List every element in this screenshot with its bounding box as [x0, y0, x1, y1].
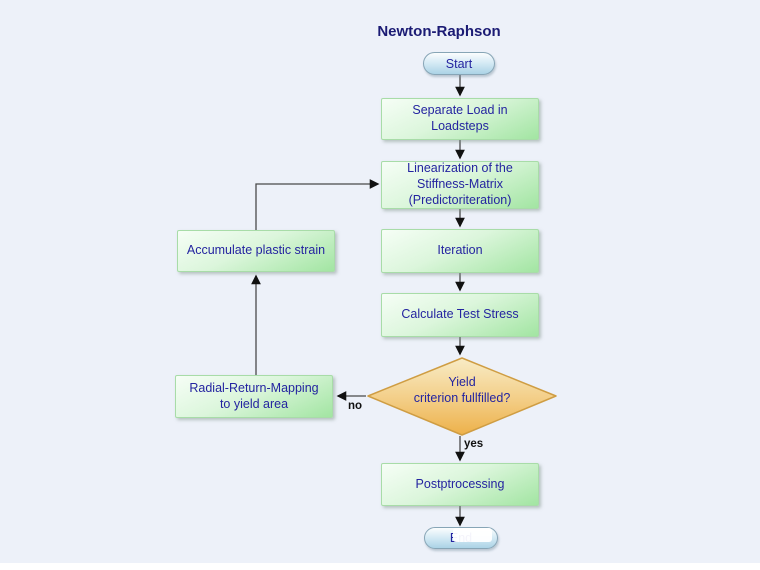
- node-linearization-line3: (Predictoriteration): [408, 192, 512, 207]
- node-radial-return-mapping-line2: to yield area: [219, 396, 289, 411]
- node-calculate-test-stress: Calculate Test Stress: [381, 293, 539, 337]
- white-artifact-patch: [453, 528, 492, 542]
- node-iteration-label: Iteration: [437, 243, 483, 258]
- node-accumulate-plastic-strain-label: Accumulate plastic strain: [186, 243, 326, 258]
- node-accumulate-plastic-strain: Accumulate plastic strain: [177, 230, 335, 272]
- node-separate-load-line1: Separate Load in: [412, 103, 508, 118]
- node-separate-load: Separate Load in Loadsteps: [381, 98, 539, 140]
- node-decision-line2: criterion fullfilled?: [413, 391, 511, 406]
- node-decision-line1: Yield: [448, 375, 476, 389]
- node-radial-return-mapping-line1: Radial-Return-Mapping: [189, 380, 319, 395]
- node-postprocessing-label: Postptrocessing: [415, 476, 505, 491]
- node-decision-label: Yield criterion fullfilled?: [380, 374, 544, 407]
- diagram-title: Newton-Raphson: [377, 23, 501, 40]
- node-radial-return-mapping: Radial-Return-Mapping to yield area: [175, 375, 333, 418]
- node-linearization-line1: Linearization of the: [407, 161, 513, 176]
- node-separate-load-line2: Loadsteps: [431, 119, 489, 133]
- edge-label-no: no: [348, 400, 363, 412]
- bottom-white-strip: [0, 563, 760, 570]
- node-linearization-line2: Stiffness-Matrix: [417, 177, 503, 192]
- node-start-label: Start: [445, 56, 473, 71]
- node-linearization: Linearization of the Stiffness-Matrix (P…: [381, 161, 539, 209]
- node-iteration: Iteration: [381, 229, 539, 273]
- connector-accumulate-linearization: [255, 179, 380, 230]
- node-decision-shape: [367, 357, 557, 436]
- edge-label-yes: yes: [464, 438, 484, 450]
- node-postprocessing: Postptrocessing: [381, 463, 539, 506]
- node-start: Start: [423, 52, 495, 75]
- node-calculate-test-stress-label: Calculate Test Stress: [401, 307, 519, 322]
